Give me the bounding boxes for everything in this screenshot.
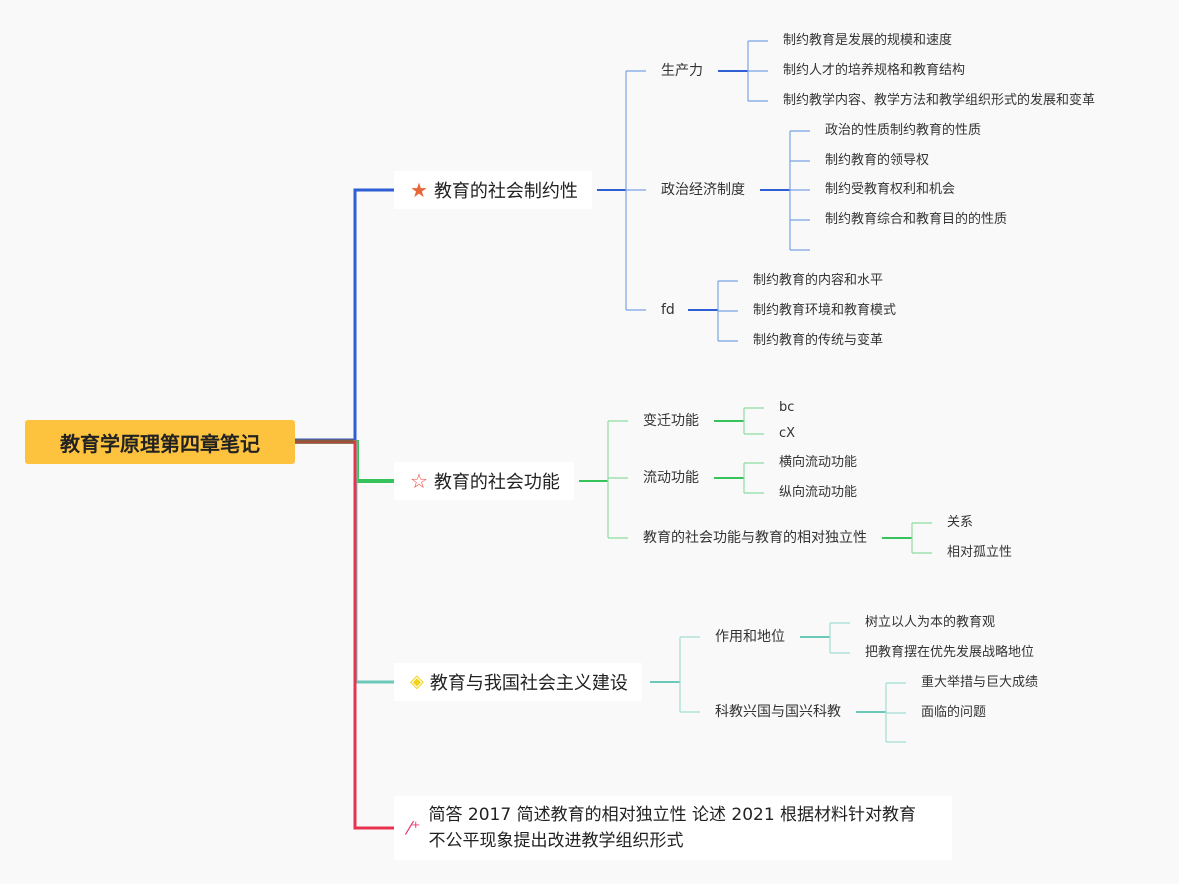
- connector-note: [293, 440, 396, 830]
- leaf-node[interactable]: 制约人才的培养规格和教育结构: [783, 63, 966, 78]
- leaf-node[interactable]: 相对孤立性: [947, 545, 1013, 560]
- leaf-node[interactable]: 制约教育综合和教育目的的性质: [825, 212, 1008, 227]
- sub-node-political-economy[interactable]: 政治经济制度: [661, 182, 745, 198]
- branch-node-social-constraints[interactable]: ★ 教育的社会制约性: [394, 171, 592, 209]
- outline-star-icon: ☆: [410, 469, 428, 493]
- branch-3-connectors: [650, 622, 906, 743]
- leaf-node[interactable]: 政治的性质制约教育的性质: [825, 123, 982, 138]
- root-node[interactable]: 教育学原理第四章笔记: [25, 420, 295, 464]
- sub-node-mobility-function[interactable]: 流动功能: [643, 470, 699, 486]
- branch-node-social-functions[interactable]: ☆ 教育的社会功能: [394, 462, 574, 500]
- leaf-node[interactable]: cX: [779, 426, 796, 441]
- branch-label: 教育的社会功能: [433, 472, 560, 493]
- filled-star-icon: ★: [410, 178, 428, 202]
- leaf-node[interactable]: 纵向流动功能: [779, 485, 858, 500]
- root-connectors: [293, 188, 396, 830]
- sub-node-role-status[interactable]: 作用和地位: [715, 629, 785, 645]
- sub-node-productivity[interactable]: 生产力: [661, 63, 703, 79]
- leaf-node[interactable]: 制约教育的领导权: [825, 153, 930, 168]
- leaf-node[interactable]: 制约教育是发展的规模和速度: [783, 33, 953, 48]
- branch-2-connectors: [579, 407, 932, 554]
- diamond-icon: ◈: [410, 671, 424, 692]
- sub-node-change-function[interactable]: 变迁功能: [643, 413, 699, 429]
- branch-node-socialist-construction[interactable]: ◈ 教育与我国社会主义建设: [394, 663, 642, 701]
- leaf-node[interactable]: 把教育摆在优先发展战略地位: [865, 645, 1035, 660]
- exam-note-node[interactable]: ⁄⁺ 简答 2017 简述教育的相对独立性 论述 2021 根据材料针对教育不公…: [394, 796, 952, 860]
- leaf-node[interactable]: 树立以人为本的教育观: [865, 615, 996, 630]
- branch-label: 教育的社会制约性: [433, 181, 578, 202]
- leaf-node[interactable]: 重大举措与巨大成绩: [921, 675, 1039, 690]
- connector-branch-3: [293, 440, 396, 684]
- connector-branch-1: [293, 188, 396, 442]
- branch-1-connectors: [597, 40, 810, 342]
- leaf-node[interactable]: 制约受教育权利和机会: [825, 182, 956, 197]
- exam-note-text: 简答 2017 简述教育的相对独立性 论述 2021 根据材料针对教育不公平现象…: [428, 805, 917, 851]
- leaf-node[interactable]: 关系: [947, 515, 974, 530]
- sub-node-relative-independence[interactable]: 教育的社会功能与教育的相对独立性: [643, 530, 867, 546]
- leaf-node[interactable]: 制约教学内容、教学方法和教学组织形式的发展和变革: [783, 93, 1096, 108]
- leaf-node[interactable]: 横向流动功能: [779, 455, 858, 470]
- branch-label: 教育与我国社会主义建设: [429, 673, 628, 694]
- leaf-node[interactable]: 面临的问题: [921, 705, 987, 720]
- leaf-node[interactable]: 制约教育的传统与变革: [753, 333, 884, 348]
- connector-branch-2: [293, 440, 396, 483]
- leaf-node[interactable]: 制约教育的内容和水平: [753, 273, 884, 288]
- sub-node-science-education[interactable]: 科教兴国与国兴科教: [715, 704, 841, 720]
- leaf-node[interactable]: bc: [779, 400, 795, 415]
- magic-wand-icon: ⁄⁺: [408, 817, 421, 839]
- leaf-node[interactable]: 制约教育环境和教育模式: [753, 303, 897, 318]
- sub-node-fd[interactable]: fd: [661, 302, 675, 318]
